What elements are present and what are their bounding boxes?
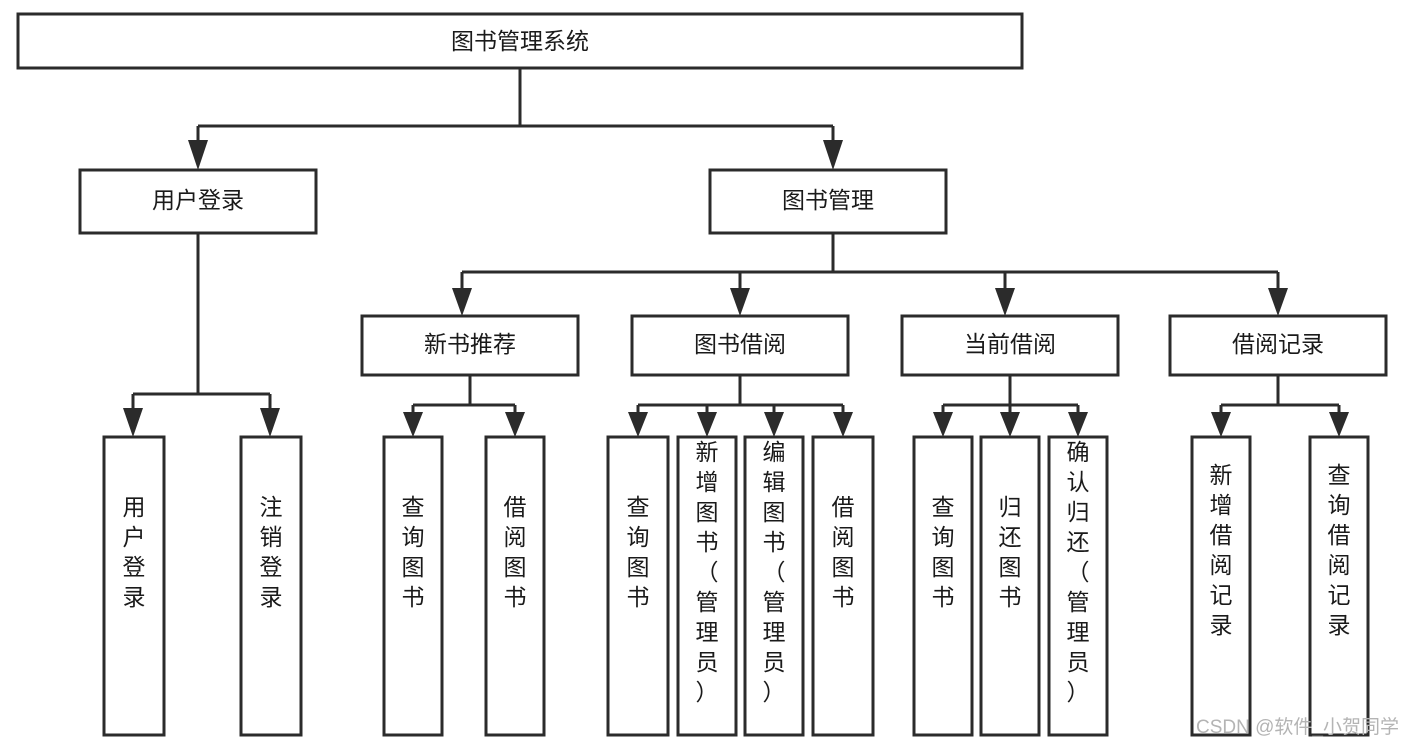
arrowhead-leaf-current-borrow-2	[1068, 412, 1088, 437]
leaf-book-borrow-3-box[interactable]	[811, 435, 875, 737]
node-user-login-box[interactable]	[78, 168, 318, 235]
leaf-book-borrow-1-box[interactable]	[676, 435, 738, 737]
arrowhead-leaf-user-login-1	[260, 408, 280, 437]
leaf-user-login-0-label: 用户登录	[123, 494, 146, 610]
arrowhead-leaf-new-book-1	[505, 412, 525, 437]
leaf-current-borrow-0-label: 查询图书	[932, 494, 955, 610]
leaf-user-login-0-box[interactable]	[102, 435, 166, 737]
node-current-borrow-label: 当前借阅	[964, 331, 1056, 357]
node-borrow-records[interactable]: 借阅记录	[1168, 314, 1388, 377]
node-new-book-recommend-box[interactable]	[360, 314, 580, 377]
node-borrow-records-box[interactable]	[1168, 314, 1388, 377]
arrowhead-leaf-new-book-0	[403, 412, 423, 437]
node-new-book-recommend[interactable]: 新书推荐	[360, 314, 580, 377]
node-root-system-label: 图书管理系统	[451, 28, 589, 54]
leaf-book-borrow-0[interactable]: 查询图书	[606, 435, 670, 737]
arrowhead-leaf-current-borrow-1	[1000, 412, 1020, 437]
node-current-borrow-box[interactable]	[900, 314, 1120, 377]
node-current-borrow[interactable]: 当前借阅	[900, 314, 1120, 377]
leaf-current-borrow-1-box[interactable]	[979, 435, 1041, 737]
node-root-system[interactable]: 图书管理系统	[16, 12, 1024, 70]
leaf-user-login-1-box[interactable]	[239, 435, 303, 737]
arrowhead-book-mgmt	[823, 140, 843, 170]
leaf-current-borrow-2-label: 确认归还（管理员）	[1067, 439, 1090, 705]
leaf-new-book-1[interactable]: 借阅图书	[484, 435, 546, 737]
leaf-new-book-0-box[interactable]	[382, 435, 444, 737]
arrowhead-leaf-user-login-0	[123, 408, 143, 437]
leaf-book-borrow-3-label: 借阅图书	[832, 494, 855, 610]
node-book-management[interactable]: 图书管理	[708, 168, 948, 235]
leaf-new-book-0[interactable]: 查询图书	[382, 435, 444, 737]
node-user-login-label: 用户登录	[152, 187, 244, 213]
node-book-borrow-label: 图书借阅	[694, 331, 786, 357]
leaf-new-book-1-label: 借阅图书	[504, 494, 527, 610]
leaf-borrow-records-1-label: 查询借阅记录	[1328, 462, 1351, 638]
arrowhead-leaf-borrow-records-1	[1329, 412, 1349, 437]
arrowhead-book-borrow	[730, 288, 750, 316]
arrowhead-leaf-book-borrow-0	[628, 412, 648, 437]
arrowhead-leaf-book-borrow-2	[764, 412, 784, 437]
leaf-current-borrow-2[interactable]: 确认归还（管理员）	[1047, 435, 1109, 737]
leaf-user-login-1-label: 注销登录	[260, 494, 283, 610]
leaf-book-borrow-2[interactable]: 编辑图书（管理员）	[743, 435, 805, 737]
leaf-new-book-1-box[interactable]	[484, 435, 546, 737]
arrowhead-current-borrow	[995, 288, 1015, 316]
leaf-new-book-0-label: 查询图书	[402, 494, 425, 610]
leaf-book-borrow-0-label: 查询图书	[627, 494, 650, 610]
leaf-borrow-records-0-label: 新增借阅记录	[1210, 462, 1233, 638]
leaf-current-borrow-0[interactable]: 查询图书	[912, 435, 974, 737]
node-new-book-recommend-label: 新书推荐	[424, 331, 516, 357]
leaf-borrow-records-1[interactable]: 查询借阅记录	[1308, 435, 1370, 737]
leaf-borrow-records-0-box[interactable]	[1190, 435, 1252, 737]
node-borrow-records-label: 借阅记录	[1232, 331, 1324, 357]
leaf-current-borrow-1[interactable]: 归还图书	[979, 435, 1041, 737]
leaf-current-borrow-0-box[interactable]	[912, 435, 974, 737]
leaf-book-borrow-3[interactable]: 借阅图书	[811, 435, 875, 737]
leaf-book-borrow-1-label: 新增图书（管理员）	[696, 439, 719, 705]
leaf-current-borrow-1-label: 归还图书	[999, 494, 1022, 610]
arrowhead-leaf-current-borrow-0	[933, 412, 953, 437]
node-book-management-label: 图书管理	[782, 187, 874, 213]
node-user-login[interactable]: 用户登录	[78, 168, 318, 235]
connector-layer	[123, 68, 1349, 437]
arrowhead-borrow-records	[1268, 288, 1288, 316]
node-book-management-box[interactable]	[708, 168, 948, 235]
leaf-user-login-1[interactable]: 注销登录	[239, 435, 303, 737]
node-root-system-box[interactable]	[16, 12, 1024, 70]
leaf-borrow-records-0[interactable]: 新增借阅记录	[1190, 435, 1252, 737]
node-book-borrow[interactable]: 图书借阅	[630, 314, 850, 377]
leaf-book-borrow-0-box[interactable]	[606, 435, 670, 737]
arrowhead-leaf-book-borrow-3	[833, 412, 853, 437]
leaf-user-login-0[interactable]: 用户登录	[102, 435, 166, 737]
leaf-book-borrow-2-box[interactable]	[743, 435, 805, 737]
arrowhead-leaf-borrow-records-0	[1211, 412, 1231, 437]
leaf-book-borrow-2-label: 编辑图书（管理员）	[763, 439, 786, 705]
arrowhead-new-book-recommend	[452, 288, 472, 316]
leaf-borrow-records-1-box[interactable]	[1308, 435, 1370, 737]
node-book-borrow-box[interactable]	[630, 314, 850, 377]
arrowhead-leaf-book-borrow-1	[697, 412, 717, 437]
leaf-book-borrow-1[interactable]: 新增图书（管理员）	[676, 435, 738, 737]
leaf-current-borrow-2-box[interactable]	[1047, 435, 1109, 737]
arrowhead-user-login	[188, 140, 208, 170]
csdn-watermark: CSDN @软件_小贺同学	[1196, 716, 1399, 738]
